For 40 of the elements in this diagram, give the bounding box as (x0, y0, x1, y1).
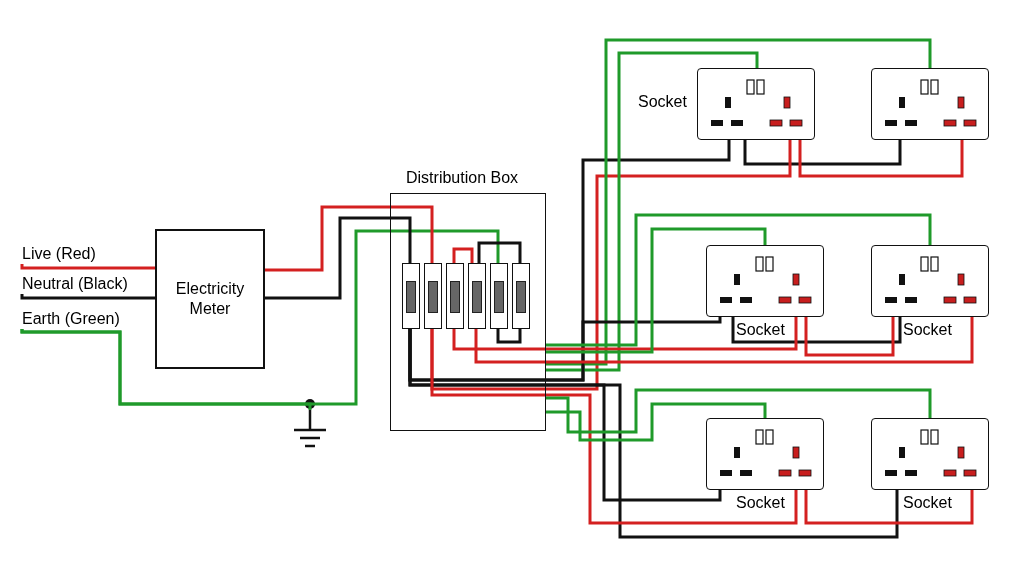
wire (20, 229, 500, 406)
wire (265, 216, 412, 300)
wire (546, 51, 759, 372)
socket-label: Socket (903, 493, 952, 513)
wire (743, 140, 902, 166)
circuit-breaker (468, 263, 486, 329)
wire (546, 213, 932, 347)
wire (20, 264, 155, 270)
wire (798, 140, 964, 178)
circuit-breaker (490, 263, 508, 329)
wire (546, 227, 767, 354)
wire (265, 205, 434, 272)
wire (731, 317, 902, 344)
ground-symbol (292, 410, 328, 448)
wire-label: Neutral (Black) (22, 274, 128, 294)
wire (546, 402, 767, 442)
socket-label: Socket (736, 320, 785, 340)
wire-label: Earth (Green) (22, 309, 120, 329)
wire-label: Live (Red) (22, 244, 96, 264)
wire (546, 38, 932, 366)
wire (496, 329, 522, 344)
circuit-breaker (512, 263, 530, 329)
wire (804, 317, 895, 357)
socket-label: Socket (736, 493, 785, 513)
wire (430, 329, 798, 525)
wire (477, 241, 522, 263)
wire (408, 329, 899, 539)
circuit-breaker (402, 263, 420, 329)
circuit-breaker (424, 263, 442, 329)
meter-box: Electricity Meter (155, 229, 265, 369)
wire (474, 317, 974, 364)
wire (20, 294, 155, 300)
socket-label: Socket (638, 92, 687, 112)
wire (546, 388, 932, 434)
wire (804, 490, 974, 525)
wire (452, 247, 474, 263)
circuit-breaker (446, 263, 464, 329)
box-title: Distribution Box (406, 168, 519, 188)
socket-label: Socket (903, 320, 952, 340)
wire (452, 317, 798, 351)
